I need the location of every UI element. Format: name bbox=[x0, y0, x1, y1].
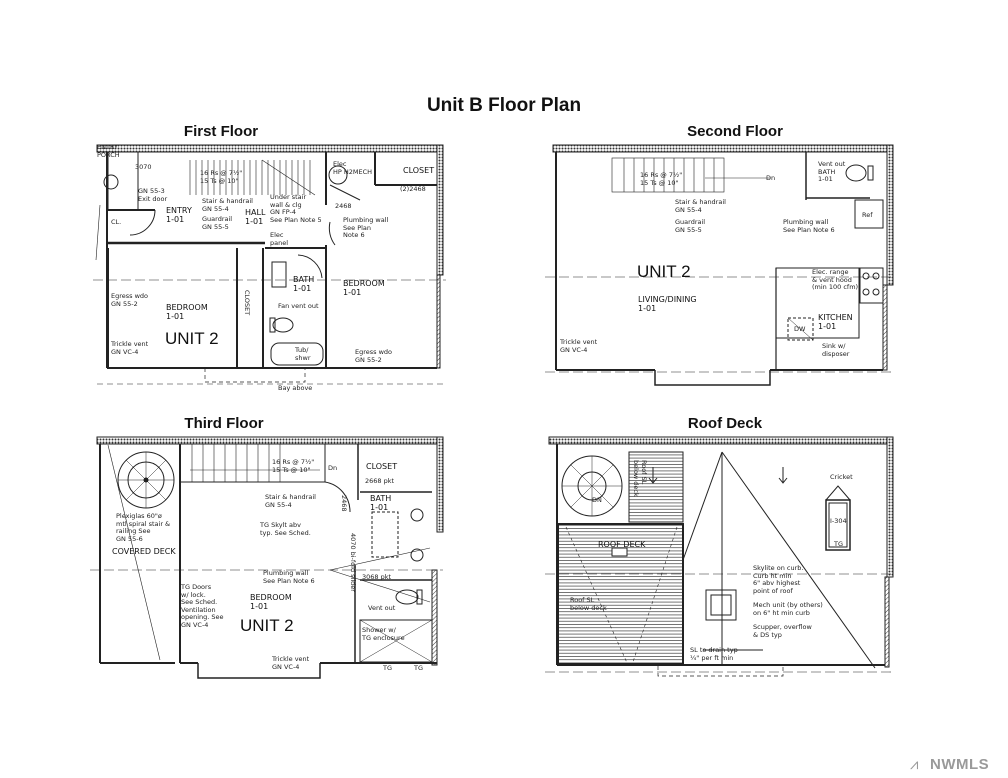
room-label-bedroom: BEDROOM 1-01 bbox=[250, 593, 292, 611]
label: Vent out BATH 1-01 bbox=[818, 160, 846, 183]
room-label-covered-deck: COVERED DECK bbox=[112, 547, 176, 556]
label: Elec panel bbox=[270, 231, 289, 247]
room-label-closet: CLOSET bbox=[366, 462, 398, 471]
room-label-bath: BATH 1-01 bbox=[370, 494, 392, 512]
label: CL. bbox=[111, 218, 122, 226]
label: 16 Rs @ 7½" 15 Ts @ 10" bbox=[200, 169, 243, 185]
label: Skylite on curb. Curb ht min 6" abv high… bbox=[753, 564, 804, 595]
label: Plumbing wall See Plan Note 6 bbox=[263, 569, 315, 585]
label: TG bbox=[414, 664, 424, 672]
room-label-bath: BATH 1-01 bbox=[293, 275, 315, 293]
label: Guardrail GN 55-5 bbox=[202, 215, 233, 231]
label: Bay above bbox=[278, 384, 313, 392]
label: CLOSET bbox=[243, 290, 251, 316]
label: I-304 bbox=[830, 517, 847, 525]
label: 16 Rs @ 7½" 15 Ts @ 10" bbox=[640, 171, 683, 187]
label: (2)2468 bbox=[400, 185, 426, 193]
label: ENTRY PORCH bbox=[97, 143, 120, 159]
label: Vent out bbox=[368, 604, 396, 612]
label: Sink w/ disposer bbox=[822, 342, 850, 358]
label: TG bbox=[383, 664, 393, 672]
label: Stair & handrail GN 55-4 bbox=[675, 198, 726, 214]
roof-deck-plan bbox=[545, 436, 894, 677]
label: 3070 bbox=[135, 163, 152, 171]
label: Trickle vent GN VC-4 bbox=[272, 655, 310, 671]
label: Cricket bbox=[830, 473, 853, 481]
label: Dn bbox=[766, 174, 776, 182]
label: Plumbing wall See Plan Note 6 bbox=[343, 216, 389, 239]
label: Plexiglas 60"ø mtl spiral stair & railin… bbox=[116, 512, 171, 543]
unit-label: UNIT 2 bbox=[637, 262, 691, 281]
label: 4070 bi-fold slider bbox=[349, 533, 357, 592]
nwmls-watermark: NWMLS bbox=[930, 756, 990, 773]
label: Under stair wall & clg GN FP-4 See Plan … bbox=[270, 193, 322, 224]
label: Mech unit (by others) on 6" ht min curb bbox=[753, 601, 823, 617]
room-label-bedroom: BEDROOM 1-01 bbox=[343, 279, 385, 297]
label: Roof SL below deck bbox=[632, 460, 649, 497]
label: Scupper, overflow & DS typ bbox=[753, 623, 812, 639]
roof-deck-title: Roof Deck bbox=[687, 415, 763, 432]
label: Trickle vent GN VC-4 bbox=[560, 338, 598, 354]
label: Elec HP H2MECH bbox=[333, 160, 373, 176]
label: Fan vent out bbox=[278, 302, 319, 310]
label: Roof SL below deck bbox=[570, 596, 607, 612]
label: TG Skylt abv typ. See Sched. bbox=[260, 521, 311, 537]
first-floor-plan bbox=[93, 144, 446, 385]
label: GN 55-3 Exit door bbox=[138, 187, 168, 203]
second-floor-title: Second Floor bbox=[687, 123, 783, 140]
label: Elec. range & vent hood (min 100 cfm) bbox=[812, 268, 859, 291]
label: Stair & handrail GN 55-4 bbox=[265, 493, 316, 509]
label: SL to drain typ ¼" per ft min bbox=[690, 646, 738, 662]
label: 16 Rs @ 7½" 15 Ts @ 10" bbox=[272, 458, 315, 474]
label: 2468 bbox=[340, 495, 348, 512]
second-floor-plan bbox=[545, 144, 894, 386]
label: 2668 pkt bbox=[365, 477, 395, 485]
room-label-roof-deck: ROOF DECK bbox=[598, 540, 646, 549]
label: 2468 bbox=[335, 202, 352, 210]
label: Stair & handrail GN 55-4 bbox=[202, 197, 253, 213]
unit-label: UNIT 2 bbox=[165, 329, 219, 348]
label: Ref bbox=[862, 211, 873, 219]
label: DW bbox=[794, 325, 806, 333]
label: TG Doors w/ lock. See Sched. Ventilation… bbox=[181, 583, 224, 629]
third-floor-plan bbox=[90, 436, 444, 679]
label: Shower w/ TG enclosure bbox=[362, 626, 405, 642]
room-label-hall: HALL 1-01 bbox=[245, 208, 266, 226]
unit-label: UNIT 2 bbox=[240, 616, 294, 635]
first-floor-title: First Floor bbox=[183, 123, 259, 140]
nwmls-logo-icon: ⩘ bbox=[910, 756, 919, 773]
label: DN bbox=[592, 496, 602, 504]
room-label-bedroom: BEDROOM 1-01 bbox=[166, 303, 208, 321]
label: Dn bbox=[328, 464, 338, 472]
label: Egress wdo GN 55-2 bbox=[355, 348, 393, 364]
third-floor-title: Third Floor bbox=[184, 415, 264, 432]
label: 3068 pkt bbox=[362, 573, 392, 581]
room-label-kitchen: KITCHEN 1-01 bbox=[818, 313, 853, 331]
label: Egress wdo GN 55-2 bbox=[111, 292, 149, 308]
room-label-living-dining: LIVING/DINING 1-01 bbox=[638, 295, 697, 313]
label: Guardrail GN 55-5 bbox=[675, 218, 706, 234]
label: Tub/ shwr bbox=[295, 346, 311, 362]
page-title: Unit B Floor Plan bbox=[426, 95, 582, 116]
label: TG bbox=[834, 540, 844, 548]
room-label-entry: ENTRY 1-01 bbox=[166, 206, 192, 224]
label: Trickle vent GN VC-4 bbox=[111, 340, 149, 356]
label: Plumbing wall See Plan Note 6 bbox=[783, 218, 835, 234]
room-label-closet: CLOSET bbox=[403, 166, 435, 175]
